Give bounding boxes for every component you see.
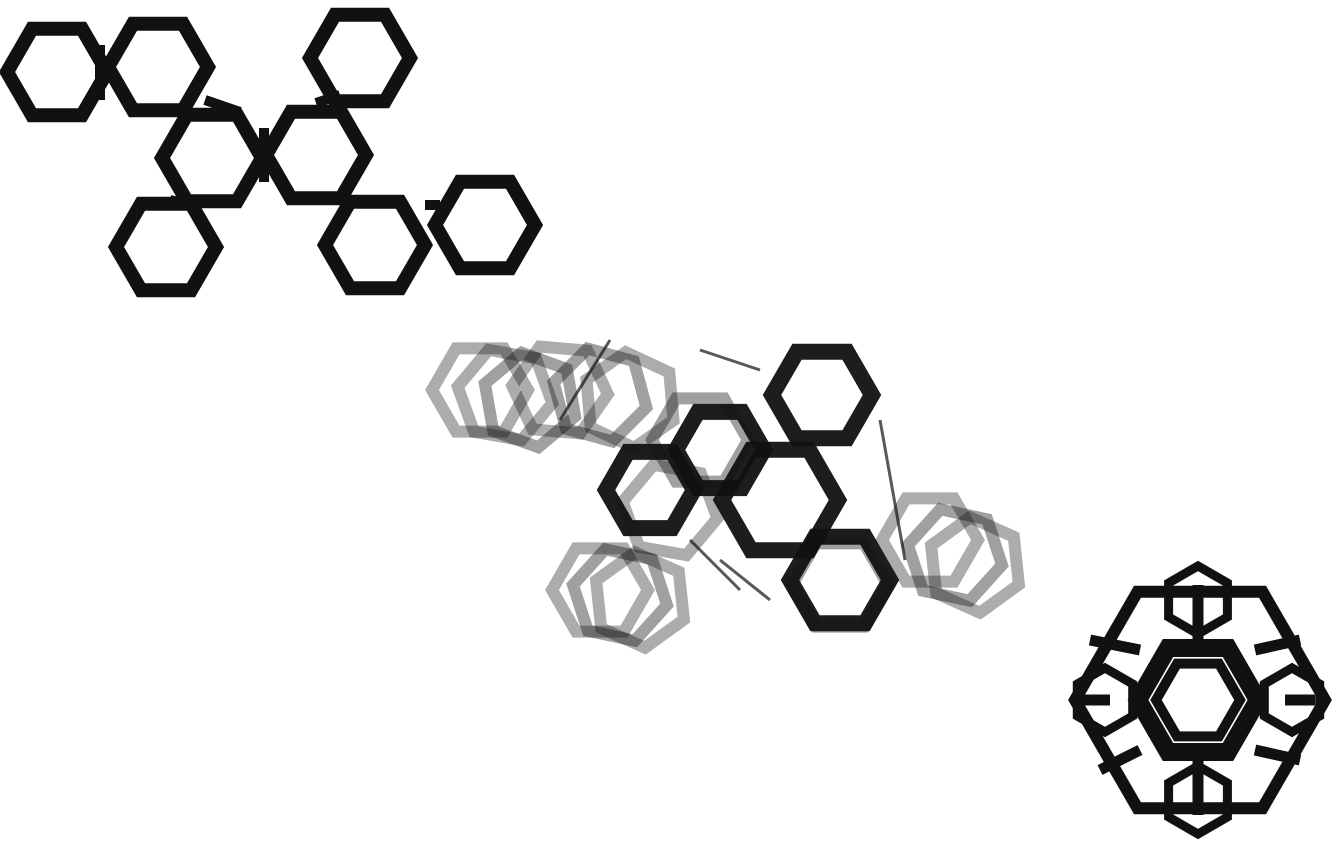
hinge-strip	[314, 90, 342, 108]
hinge-strip	[349, 195, 363, 207]
cage-side-hexagon	[1072, 662, 1138, 738]
hexagon-ghost	[875, 492, 985, 588]
hexagon-ghost	[450, 343, 560, 447]
cage-side-hexagon	[1259, 662, 1325, 738]
hexagon-ghost	[505, 340, 615, 440]
hexagon-ring	[426, 174, 544, 276]
cage-top-hexagon	[1164, 560, 1232, 640]
hexagon-ring	[107, 196, 225, 298]
hinge-strip	[168, 195, 192, 210]
hexagon-ring	[780, 528, 900, 632]
hexagon-ghost	[589, 545, 691, 655]
hexagon-ghost	[545, 542, 655, 638]
hexagon-ghost	[425, 342, 535, 438]
hexagon-ghost	[546, 341, 654, 449]
hexagon-ghost	[615, 458, 725, 562]
folding-hexagon-sheet	[425, 339, 1026, 655]
hexagon-ghost	[924, 510, 1026, 620]
hexagon-ring	[762, 343, 882, 447]
cage-strut	[1097, 745, 1143, 775]
hexagon-ring	[257, 104, 375, 206]
hexagon-ring	[316, 194, 434, 296]
hexagon-ghost	[566, 542, 674, 648]
hinge-strip	[203, 95, 242, 117]
flat-hexagon-sheet	[0, 7, 544, 298]
cage-strut	[1088, 634, 1142, 656]
hexagon-ring	[596, 443, 704, 537]
wire-strut	[699, 348, 761, 372]
folded-cage	[1068, 560, 1332, 840]
cage-strut	[1253, 744, 1302, 766]
hexagon-ring	[301, 7, 419, 109]
hexagon-ghost	[478, 345, 582, 455]
hexagon-ring	[153, 107, 271, 209]
wire-strut	[558, 339, 612, 421]
cage-bottom-hexagon	[1164, 760, 1232, 840]
hexagon-ring	[99, 16, 217, 118]
wire-strut	[719, 558, 771, 602]
cage-inner-hexagon	[1150, 658, 1246, 742]
hexagon-ring	[0, 21, 116, 123]
hexagon-ghost	[901, 502, 1009, 608]
cage-strut	[1253, 634, 1302, 656]
wire-strut	[878, 419, 907, 561]
wire-strut	[688, 538, 742, 592]
cage-front-hexagon	[1127, 639, 1269, 761]
